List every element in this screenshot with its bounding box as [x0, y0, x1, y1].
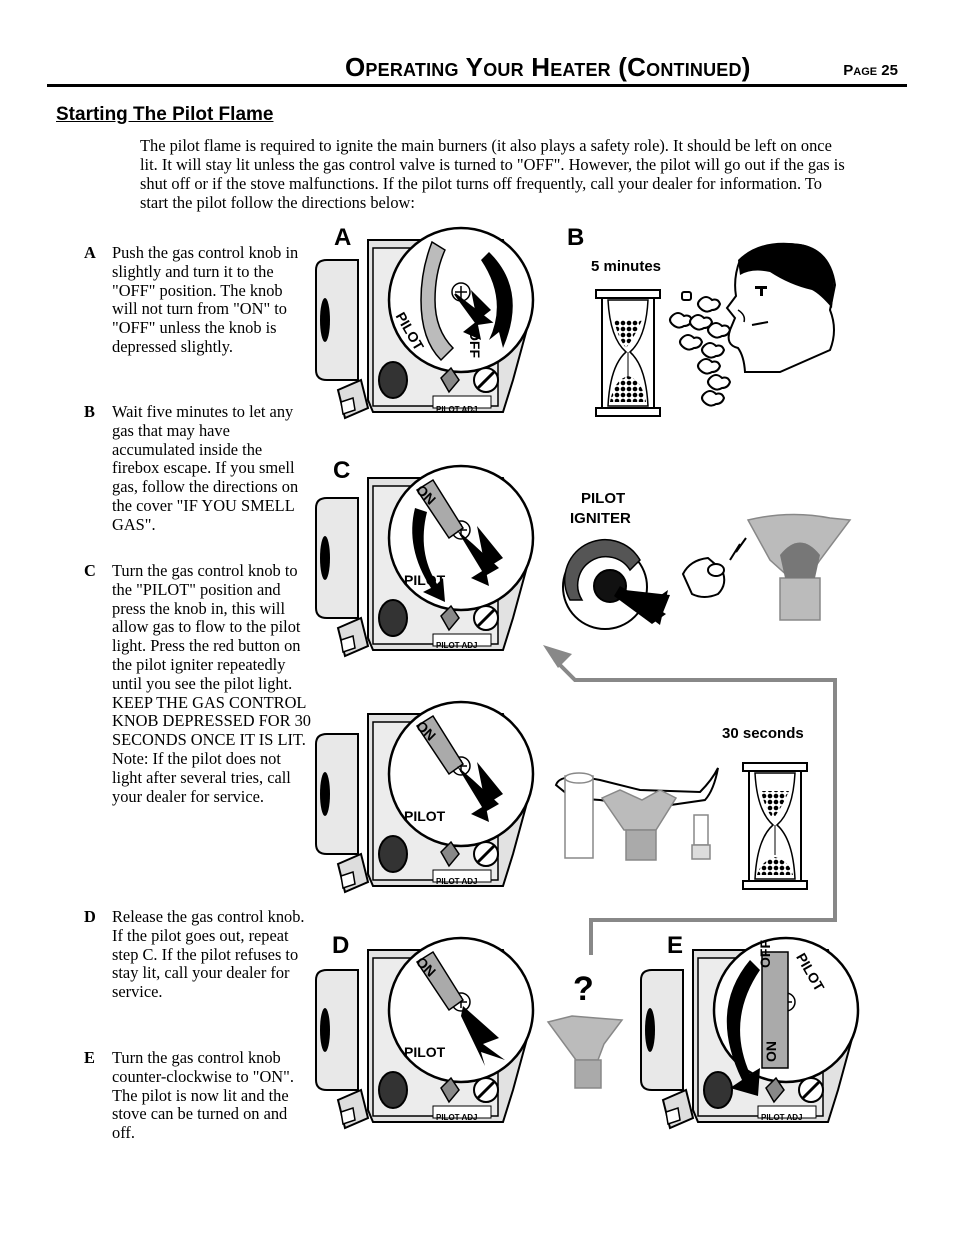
valve-figure-a: [314, 226, 535, 420]
pilot-adj-label: PILOT ADJ: [436, 641, 477, 650]
step-text: Push the gas control knob in slightly an…: [112, 243, 299, 356]
pilot-adj-label: PILOT ADJ: [761, 1113, 802, 1122]
pilot-adj-label: PILOT ADJ: [436, 1113, 477, 1122]
valve-figure-d: [314, 936, 535, 1130]
valve-figure-c1: [314, 464, 535, 658]
step-letter: A: [84, 243, 96, 262]
pilot-spark-illustration: [681, 513, 852, 621]
knob-label-off: OFF: [467, 330, 483, 358]
knob-label-pilot: PILOT: [404, 572, 446, 588]
figure-label-c: C: [333, 457, 350, 484]
five-minutes-label: 5 minutes: [591, 258, 661, 275]
page-number: Page 25: [843, 62, 898, 79]
valve-figure-c2: [314, 700, 535, 894]
header-rule: [47, 84, 907, 87]
pilot-igniter-label-line2: IGNITER: [570, 510, 631, 527]
figure-label-b: B: [567, 224, 584, 251]
pilot-adj-label: PILOT ADJ: [436, 405, 477, 414]
knob-label-on: ON: [763, 1041, 779, 1062]
pilot-igniter-button: [562, 538, 670, 630]
step-text: Wait five minutes to let any gas that ma…: [112, 402, 299, 534]
pilot-adj-label: PILOT ADJ: [436, 877, 477, 886]
waiting-man-illustration: [725, 242, 837, 373]
section-title: Starting The Pilot Flame: [56, 104, 274, 125]
step-letter: B: [84, 402, 95, 421]
hourglass-thirty-seconds: [742, 762, 808, 890]
step-text: Release the gas control knob. If the pil…: [112, 907, 305, 1002]
step-letter: E: [84, 1048, 95, 1067]
step-letter: C: [84, 561, 96, 580]
knob-label-pilot: PILOT: [404, 808, 446, 824]
hourglass-five-minutes: [595, 289, 661, 417]
question-mark: ?: [573, 970, 594, 1008]
knob-label-off: OFF: [757, 940, 773, 968]
gas-smell-puffs: [669, 291, 732, 407]
step-text: Turn the gas control knob counter-clockw…: [112, 1048, 294, 1143]
intro-paragraph: The pilot flame is required to ignite th…: [140, 136, 845, 212]
valve-figure-e: [639, 936, 860, 1130]
step-text: Turn the gas control knob to the "PILOT"…: [112, 561, 312, 806]
holding-pilot-illustration: [554, 767, 719, 861]
figure-label-d: D: [332, 932, 349, 959]
step-letter: D: [84, 907, 96, 926]
pilot-igniter-label-line1: PILOT: [581, 490, 625, 507]
figure-label-a: A: [334, 224, 351, 251]
page-header: Operating Your Heater (Continued) Page 2…: [340, 52, 900, 84]
small-pilot-burner: [546, 1015, 624, 1089]
thirty-seconds-label: 30 seconds: [722, 725, 804, 742]
page-title: Operating Your Heater (Continued): [345, 52, 751, 82]
knob-label-pilot: PILOT: [404, 1044, 446, 1060]
figure-label-e: E: [667, 932, 683, 959]
